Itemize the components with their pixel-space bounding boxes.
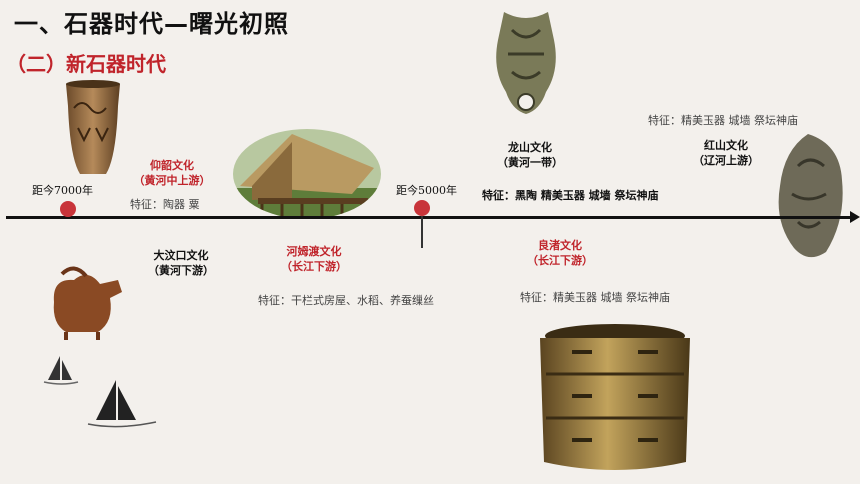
culture-region: （长江下游） [281,260,347,273]
culture-name: 河姆渡文化 [286,245,342,258]
liangzhu-culture-label: 良渚文化 （长江下游） [512,238,608,268]
longshan-features: 特征：黑陶 精美玉器 城墙 祭坛神庙 [482,189,659,202]
timeline-dot-7000 [60,201,76,217]
timeline-axis [6,216,852,219]
culture-name: 红山文化 [704,139,748,152]
culture-name: 大汶口文化 [153,249,209,262]
timeline-dot-5000 [414,200,430,216]
jade-cong-image [540,324,690,470]
yangshao-features: 特征：陶器 粟 [130,198,200,211]
yangshao-culture-label: 仰韶文化 （黄河中上游） [124,158,220,188]
culture-region: （黄河下游） [148,264,214,277]
timeline-arrow-icon [850,211,860,223]
culture-name: 良渚文化 [538,239,582,252]
culture-region: （黄河中上游） [133,174,211,187]
dawenkou-culture-label: 大汶口文化 （黄河下游） [136,248,226,278]
section-subtitle: （二）新石器时代 [6,52,166,76]
hemudu-culture-label: 河姆渡文化 （长江下游） [266,244,362,274]
page-title: 一、石器时代—曙光初照 [14,10,289,38]
jade-ornament-image [496,12,556,114]
liangzhu-features: 特征：精美玉器 城墙 祭坛神庙 [520,291,670,304]
hemudu-features: 特征：干栏式房屋、水稻、养蚕缫丝 [258,294,434,307]
pottery-animal-vessel-image [53,266,122,340]
culture-name: 仰韶文化 [150,159,194,172]
ink-sailboats-image [43,356,157,428]
timeline-tick [421,216,423,248]
stilt-house-image [233,129,381,219]
hongshan-features: 特征：精美玉器 城墙 祭坛神庙 [648,114,798,127]
jade-pig-dragon-image [778,134,843,258]
hongshan-culture-label: 红山文化 （辽河上游） [678,138,774,168]
painted-pottery-jar-image [66,80,120,174]
timeline-marker-5000: 距今5000年 [396,184,457,197]
culture-region: （辽河上游） [693,154,759,167]
timeline-marker-7000: 距今7000年 [32,184,93,197]
culture-region: （长江下游） [527,254,593,267]
culture-region: （黄河一带） [497,156,563,169]
culture-name: 龙山文化 [508,141,552,154]
longshan-culture-label: 龙山文化 （黄河一带） [482,140,578,170]
